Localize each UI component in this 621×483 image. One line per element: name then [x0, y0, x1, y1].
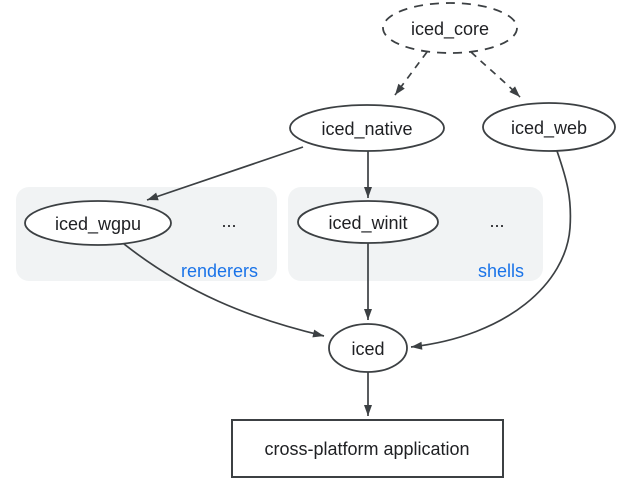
edge-iced_core-to-iced_native	[394, 51, 428, 96]
node-iced_winit-shape	[297, 200, 439, 244]
node-iced_web-label: iced_web	[511, 118, 587, 139]
shells-ellipsis: ...	[489, 211, 504, 231]
edge-iced_wgpu-to-iced	[123, 243, 325, 338]
node-iced-shape	[328, 323, 408, 373]
node-iced_wgpu: iced_wgpu	[24, 200, 172, 246]
node-iced_core-label: iced_core	[411, 19, 489, 40]
shells-group-label: shells	[478, 261, 524, 281]
node-application: cross-platform application	[231, 419, 504, 478]
node-iced_winit: iced_winit	[297, 200, 439, 244]
node-iced_wgpu-shape	[24, 200, 172, 246]
node-iced: iced	[328, 323, 408, 373]
node-iced_winit-label: iced_winit	[328, 213, 407, 234]
node-iced_native-label: iced_native	[321, 119, 412, 140]
edge-iced_core-to-iced_web	[470, 51, 521, 98]
renderers-group-label: renderers	[181, 261, 258, 281]
node-iced_native: iced_native	[289, 104, 445, 152]
renderers-ellipsis: ...	[221, 211, 236, 231]
edges	[123, 51, 572, 416]
node-iced_native-shape	[289, 104, 445, 152]
node-application-label: cross-platform application	[264, 439, 469, 459]
node-iced_core: iced_core	[382, 2, 518, 54]
node-iced_web: iced_web	[482, 102, 616, 152]
edge-iced_native-to-iced_wgpu	[146, 146, 304, 201]
node-application-shape	[231, 419, 504, 478]
node-iced-label: iced	[351, 339, 384, 359]
node-iced_core-shape	[382, 2, 518, 54]
edge-iced_web-to-iced	[410, 150, 572, 350]
node-iced_wgpu-label: iced_wgpu	[55, 214, 141, 235]
node-iced_web-shape	[482, 102, 616, 152]
